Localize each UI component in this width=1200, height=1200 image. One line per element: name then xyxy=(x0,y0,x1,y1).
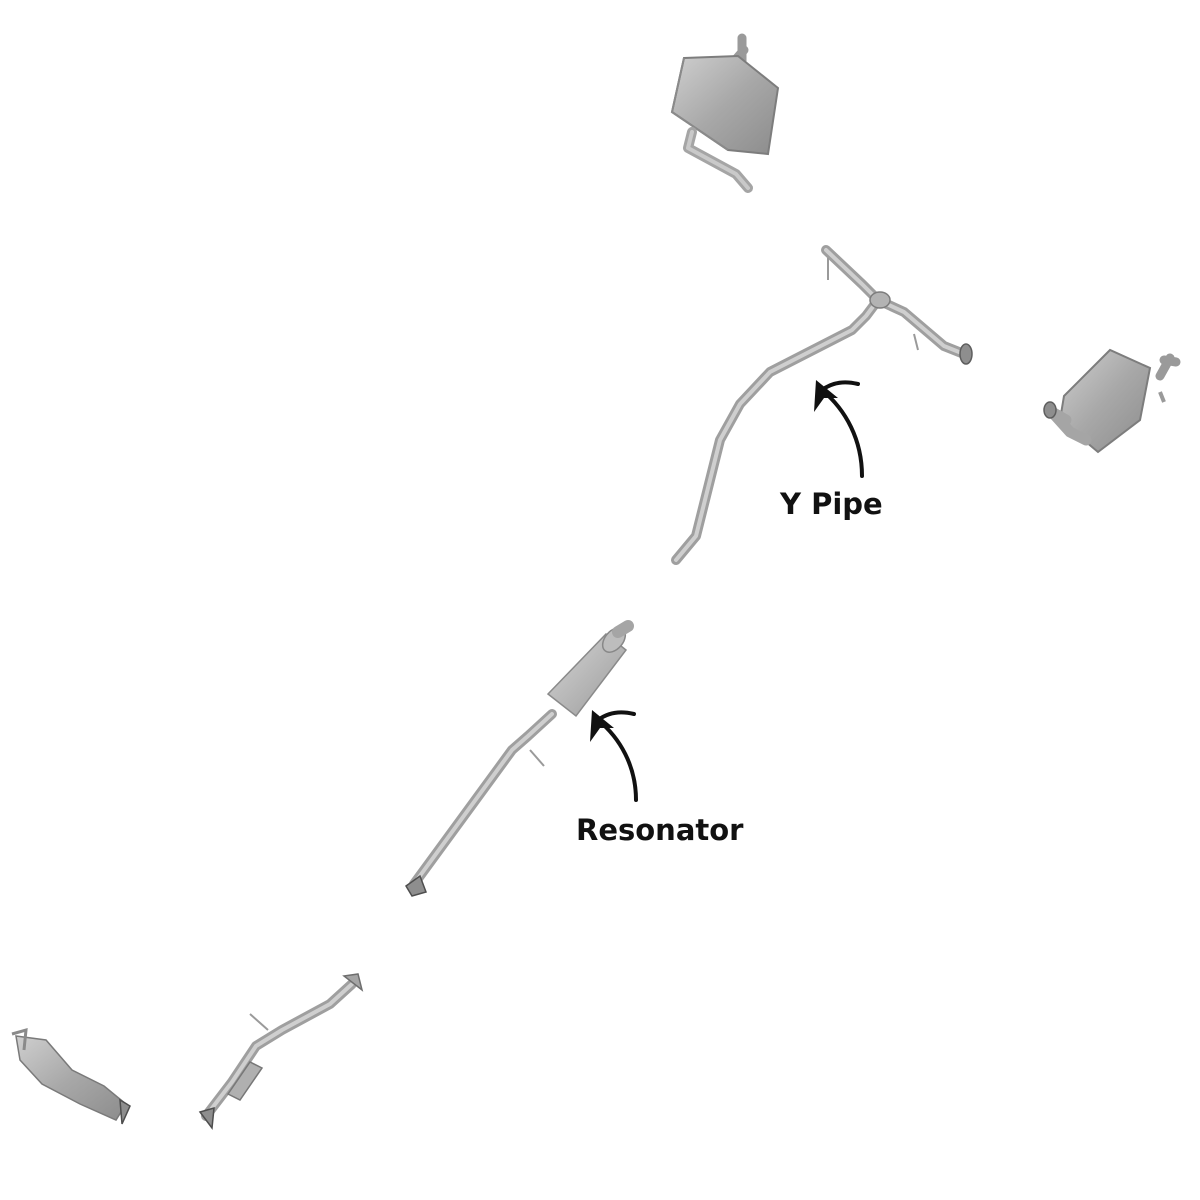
y-pipe-part xyxy=(671,245,973,565)
curved-arrow-icon xyxy=(596,718,638,802)
resonator-part xyxy=(405,620,634,897)
resonator-label: Resonator xyxy=(576,813,744,847)
resonator-callout: Resonator xyxy=(576,710,744,847)
arrowhead-icon xyxy=(814,380,838,412)
y-pipe-label: Y Pipe xyxy=(779,487,883,521)
rear-muffler-right xyxy=(1043,348,1181,454)
front-pipe-catalytic-converter xyxy=(198,973,364,1130)
rear-muffler-left xyxy=(670,33,780,193)
y-pipe-callout: Y Pipe xyxy=(779,380,883,521)
arrowhead-icon xyxy=(590,710,614,742)
curved-arrow-icon xyxy=(820,388,864,478)
exhaust-manifold xyxy=(11,1027,131,1125)
